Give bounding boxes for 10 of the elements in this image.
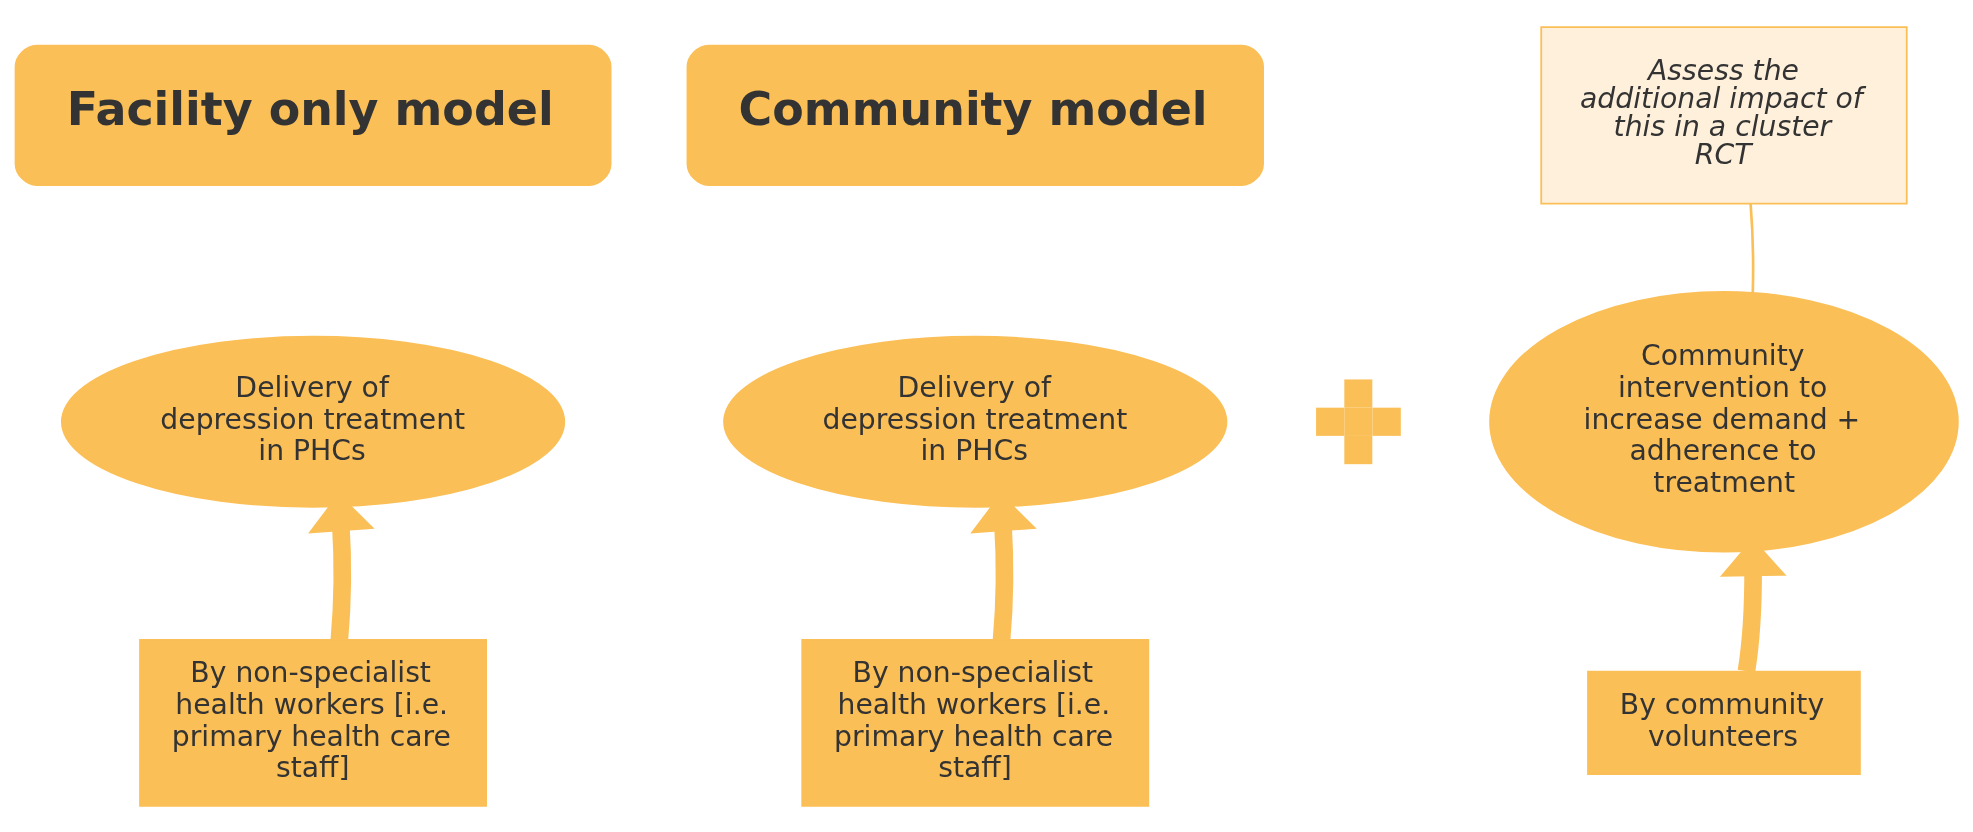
node-box: Assess the additional impact of this in a cluster RCT <box>1540 25 1908 205</box>
node-box: By non-specialist health workers [i.e. primary health care staff] <box>801 638 1150 807</box>
connector <box>1749 203 1755 293</box>
node-ellipse: Delivery of depression treatment in PHCs <box>61 335 566 508</box>
node-box: Facility only model <box>14 44 612 186</box>
node-ellipse: Community intervention to increase demand + adherence to treatment <box>1489 290 1959 553</box>
node-box: By non-specialist health workers [i.e. primary health care staff] <box>139 638 487 807</box>
node-box: By community volunteers <box>1587 670 1861 775</box>
node-ellipse: Delivery of depression treatment in PHCs <box>723 335 1228 508</box>
node-box: Community model <box>686 44 1264 186</box>
